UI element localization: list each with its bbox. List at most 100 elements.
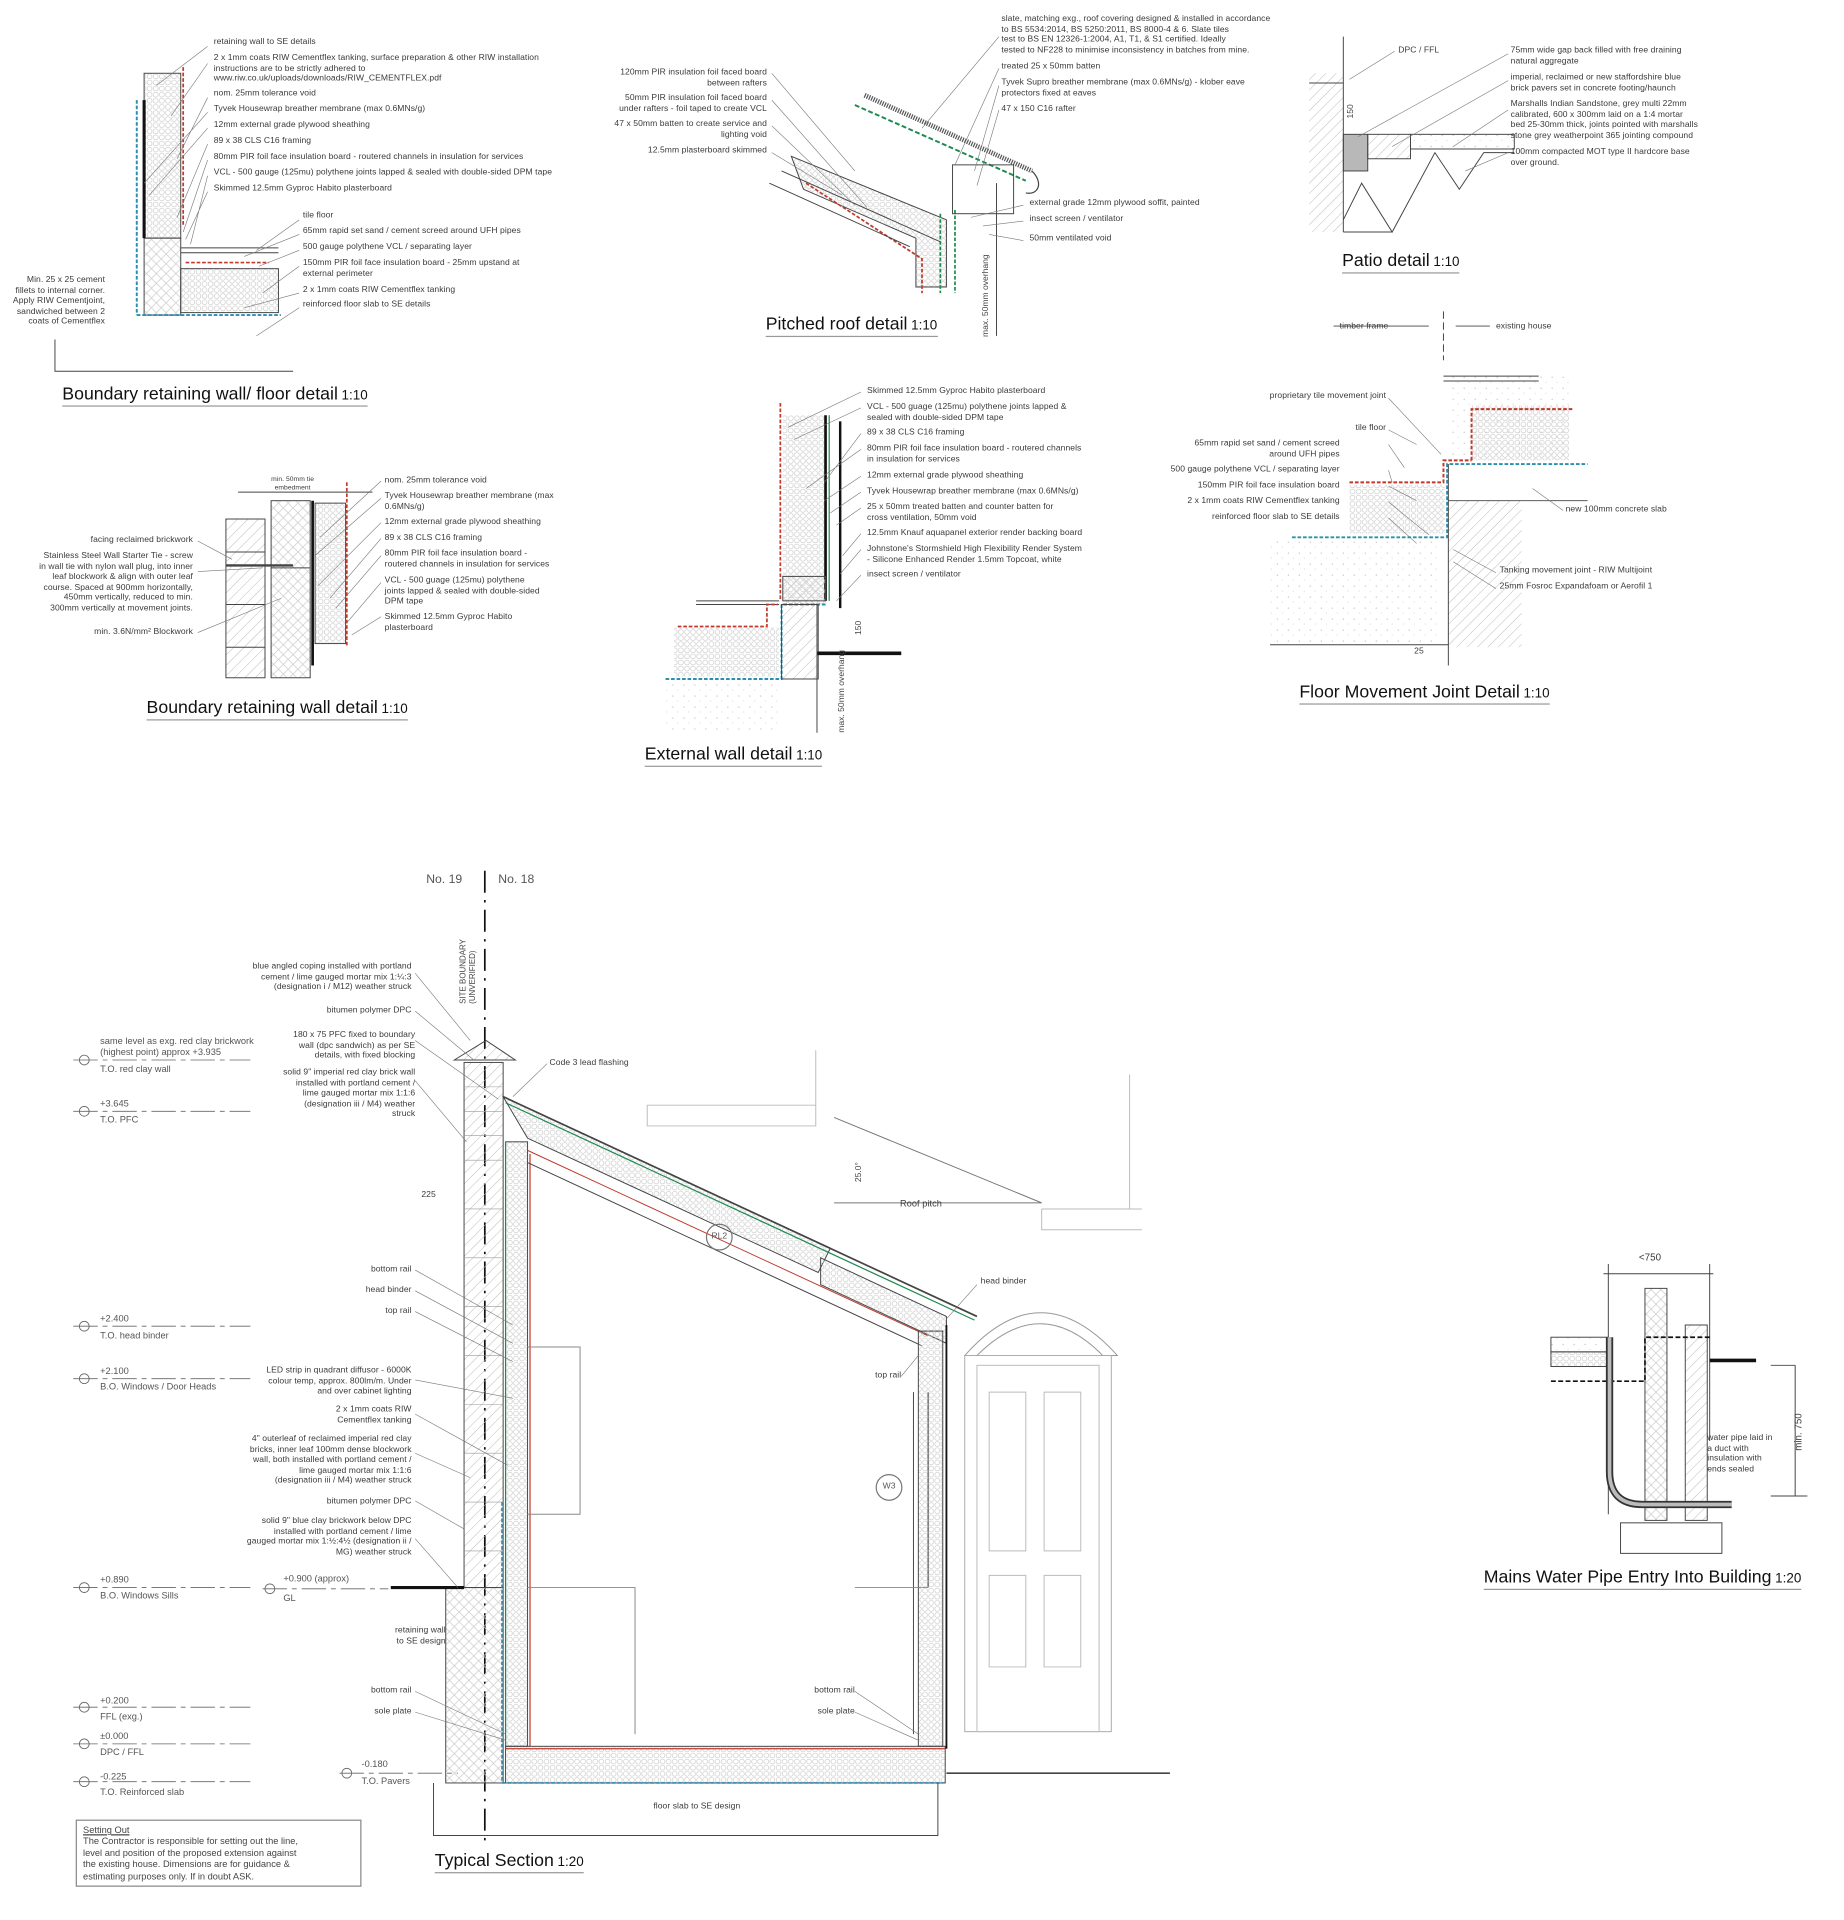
scale-text: 1:20 [1775, 1571, 1802, 1587]
callout-label: min. 3.6N/mm² Blockwork [94, 627, 193, 637]
level-value: same level as exg. red clay brickwork (h… [100, 1035, 254, 1058]
callout-label: treated 25 x 50mm batten [1001, 62, 1101, 71]
overhang-dimension: max. 50mm overhang [981, 254, 991, 338]
callout-label: 65mm rapid set sand / cement screed arou… [302, 227, 521, 236]
callout-label: 100mm compacted MOT type II hardcore bas… [1510, 147, 1690, 167]
typical-section-drawing [390, 870, 1170, 1845]
callout-label: slate, matching exg., roof covering desi… [1001, 14, 1271, 55]
level-name: T.O. head binder [100, 1329, 169, 1341]
note-heading: Setting Out [83, 1824, 130, 1836]
callout-label: bitumen polymer DPC [326, 1497, 412, 1506]
callout-label: Code 3 lead flashing [549, 1058, 629, 1068]
callout-label: 65mm rapid set sand / cement screed arou… [1194, 439, 1340, 459]
callout-label: Tyvek Housewrap breather membrane (max 0… [384, 492, 554, 512]
callout-label: 500 gauge polythene VCL / separating lay… [302, 243, 472, 252]
dimension: 150 [1346, 104, 1356, 119]
callout-label: insect screen / ventilator [1029, 214, 1124, 224]
callout-label: 75mm wide gap back filled with free drai… [1510, 46, 1682, 66]
callout-label: 2 x 1mm coats RIW Cementflex tanking, su… [213, 53, 539, 84]
level-value: -0.225 [100, 1770, 127, 1782]
level-name: FFL (exg.) [100, 1710, 143, 1722]
level-name: DPC / FFL [100, 1746, 144, 1758]
level-value: +0.890 [100, 1574, 129, 1586]
dimension: min. 50mm tie embedment [271, 476, 315, 492]
property-label: No. 19 [426, 873, 463, 887]
callout-label: nom. 25mm tolerance void [213, 89, 316, 98]
callout-label: Marshalls Indian Sandstone, grey multi 2… [1510, 100, 1698, 141]
title-text: Pitched roof detail [765, 315, 908, 335]
scale-text: 1:10 [1433, 255, 1460, 270]
callout-label: floor slab to SE design [653, 1802, 741, 1812]
roof-pitch-angle: 25.0° [854, 1162, 864, 1183]
level-value: +0.900 (approx) [283, 1572, 350, 1584]
callout-label: tile floor [302, 211, 334, 220]
callout-label: existing house [1495, 322, 1552, 331]
callout-label: bottom rail [370, 1686, 412, 1696]
callout-label: VCL - 500 guage (125mu) polythene joints… [384, 576, 540, 606]
callout-label: DPC / FFL [1398, 46, 1440, 55]
title-text: Boundary retaining wall detail [146, 698, 378, 719]
scale-text: 1:10 [911, 318, 938, 334]
callout-label: bottom rail [370, 1265, 412, 1274]
callout-label: 12mm external grade plywood sheathing [384, 517, 541, 527]
callout-label: reinforced floor slab to SE details [302, 300, 431, 309]
roof-detail-drawing [769, 36, 1040, 336]
fillet-note: Min. 25 x 25 cement fillets to internal … [12, 275, 106, 327]
overhang-dimension: max. 50mm overhang [837, 650, 847, 733]
callout-label: bottom rail [814, 1686, 855, 1696]
callout-label: 25mm Fosroc Expandafoam or Aerofil 1 [1499, 582, 1653, 592]
level-value: ±0.000 [100, 1730, 129, 1742]
callout-label: Tyvek Supro breather membrane (max 0.6MN… [1001, 78, 1245, 98]
roof-light-tag: RL2 [705, 1223, 733, 1251]
callout-label: 150mm PIR foil face insulation board - 2… [302, 258, 520, 278]
level-value: +2.400 [100, 1312, 129, 1324]
callout-label: 120mm PIR insulation foil faced board be… [620, 68, 767, 88]
callout-label: blue angled coping installed with portla… [252, 962, 412, 992]
callout-label: 80mm PIR foil face insulation board - ro… [867, 444, 1082, 464]
callout-label: bitumen polymer DPC [326, 1006, 412, 1015]
callout-label: 12mm external grade plywood sheathing [213, 120, 370, 130]
callout-label: 500 gauge polythene VCL / separating lay… [1170, 465, 1340, 474]
level-name: B.O. Windows / Door Heads [100, 1381, 217, 1393]
callout-label: external grade 12mm plywood soffit, pain… [1029, 199, 1200, 208]
property-label: No. 18 [498, 873, 535, 887]
callout-label: 12mm external grade plywood sheathing [867, 471, 1024, 480]
callout-label: Tyvek Housewrap breather membrane (max 0… [213, 105, 426, 114]
title-text: Typical Section [434, 1851, 554, 1871]
scale-text: 1:20 [557, 1855, 584, 1870]
callout-label: Tanking movement joint - RIW Multijoint [1499, 566, 1653, 576]
callout-label: 80mm PIR foil face insulation board - ro… [213, 152, 524, 162]
depth-dimension: min. 750 [1792, 1413, 1804, 1451]
level-value: +0.200 [100, 1695, 129, 1707]
callout-label: 50mm PIR insulation foil faced board und… [619, 94, 767, 114]
title-text: Floor Movement Joint Detail [1299, 682, 1520, 703]
callout-label: sole plate [374, 1707, 412, 1716]
site-boundary-label: SITE BOUNDARY (UNVERIFIED) [459, 939, 478, 1004]
level-value: +3.645 [100, 1097, 129, 1109]
patio-detail-drawing [1309, 36, 1515, 233]
dimension: 150 [854, 620, 864, 636]
callout-label: timber frame [1339, 322, 1389, 331]
level-name: B.O. Windows Sills [100, 1590, 179, 1601]
scale-text: 1:10 [341, 388, 368, 403]
callout-label: insect screen / ventilator [867, 570, 961, 579]
callout-label: retaining wall to SE details [213, 37, 316, 47]
callout-label: 50mm ventilated void [1029, 234, 1112, 244]
callout-label: sole plate [817, 1707, 855, 1716]
callout-label: reinforced floor slab to SE details [1212, 512, 1340, 522]
callout-label: 2 x 1mm coats RIW Cementflex tanking [302, 285, 456, 295]
callout-label: solid 9" blue clay brickwork below DPC i… [246, 1516, 412, 1557]
floor-detail-drawing [54, 46, 300, 372]
external-wall-drawing [665, 391, 902, 733]
note-body: The Contractor is responsible for settin… [83, 1835, 298, 1882]
